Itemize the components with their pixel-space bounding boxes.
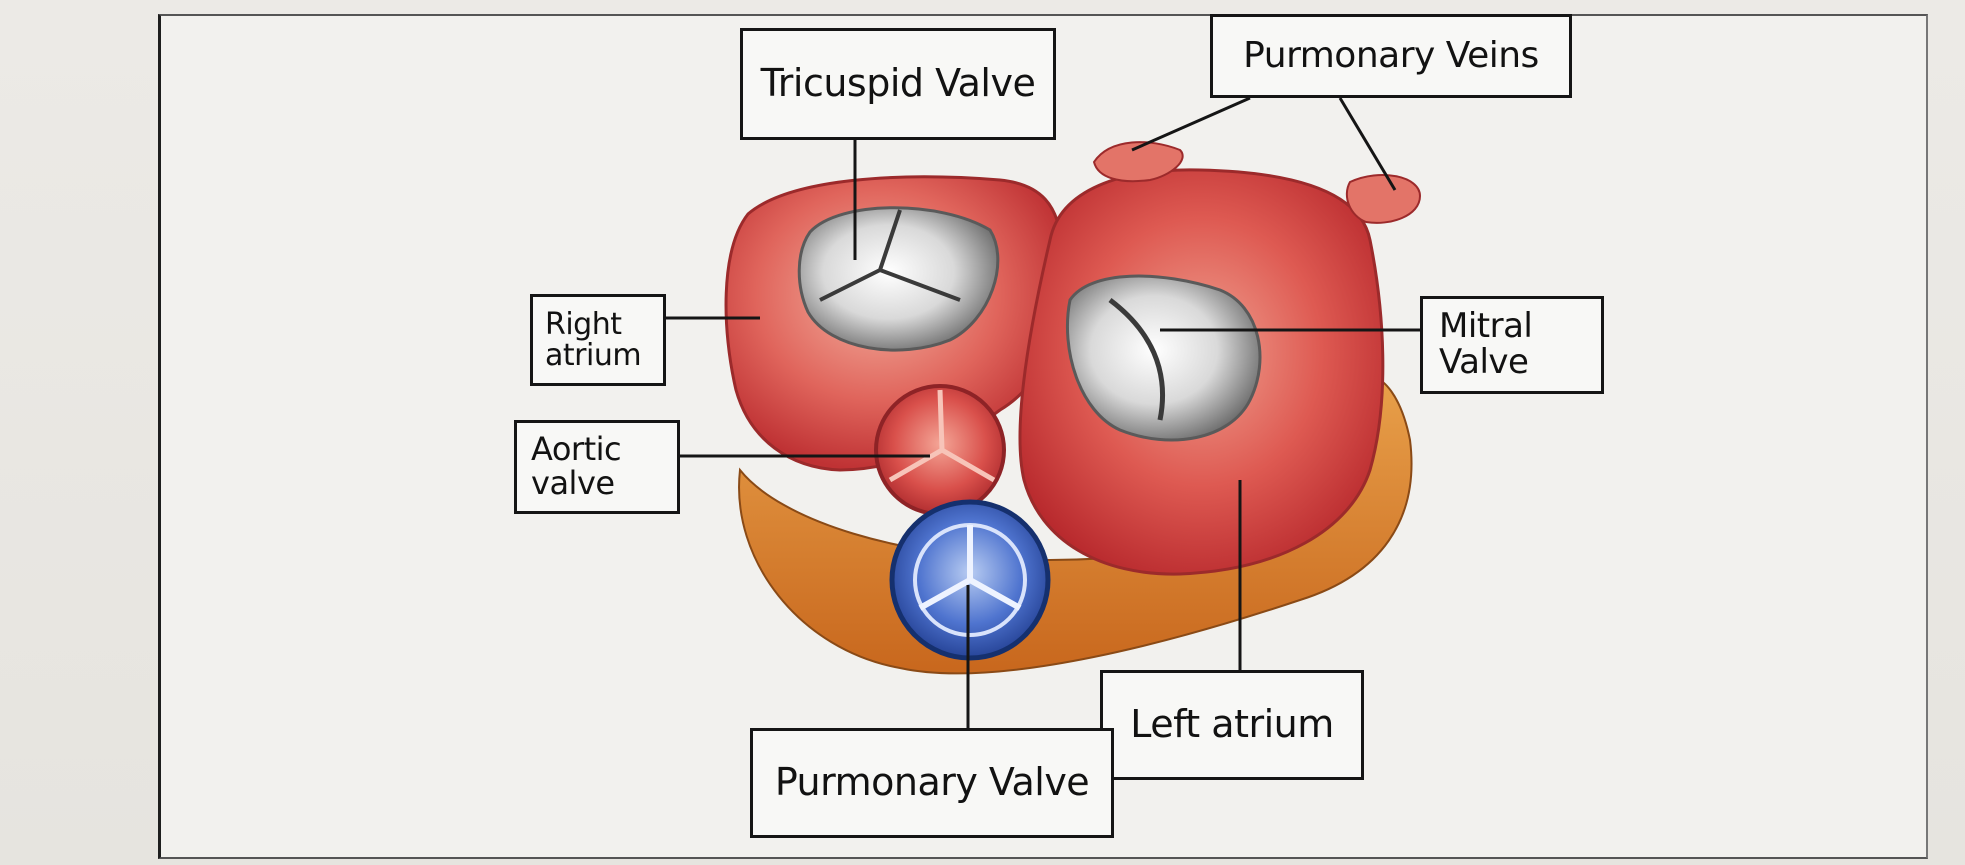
leader-pulm-veins-left	[1132, 98, 1250, 150]
aortic-valve-label: Aortic valve	[514, 420, 680, 514]
right-atrium-label: Right atrium	[530, 294, 666, 386]
pulmonary-valve-label: Purmonary Valve	[750, 728, 1114, 838]
tricuspid-valve-label: Tricuspid Valve	[740, 28, 1056, 140]
mitral-valve-label: Mitral Valve	[1420, 296, 1604, 394]
left-atrium-label: Left atrium	[1100, 670, 1364, 780]
pulmonary-vein-right	[1347, 175, 1420, 223]
pulmonary-veins-label: Purmonary Veins	[1210, 14, 1572, 98]
